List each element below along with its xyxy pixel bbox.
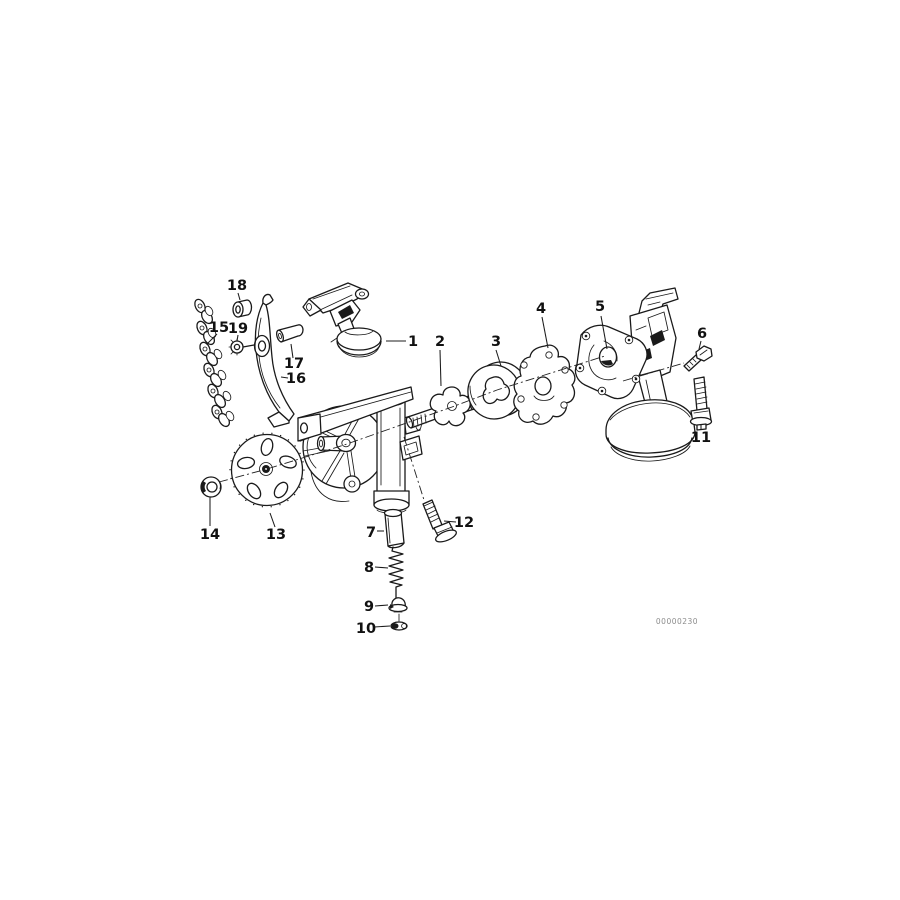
tensioner-pin [275,324,304,343]
bolt-short [683,345,713,372]
callout-8: 8 [364,560,374,576]
pump-drive-housing [297,386,423,514]
callout-15: 15 [209,320,229,336]
callout-2: 2 [435,334,445,350]
callout-9: 9 [364,599,374,615]
main-axis-line [218,355,606,483]
callout-19: 19 [228,321,248,337]
retaining-clip [390,621,408,631]
tensioner-rail [253,293,295,428]
relief-valve-piston [383,508,405,549]
upper-pump-assembly [302,282,382,358]
bolt6-axis-line [622,362,685,382]
drawing-number: 00000230 [656,617,698,626]
bushing [232,299,253,318]
callout-14: 14 [200,527,220,543]
callout-7: 7 [366,525,376,541]
callout-17: 17 [284,356,304,372]
gasket [513,344,576,425]
lock-washer [228,338,255,356]
callout-11: 11 [691,430,711,446]
valve-plug [388,597,408,622]
center-axes [218,355,685,501]
callout-18: 18 [227,278,247,294]
bolt-flange [422,499,457,543]
callout-1: 1 [408,334,418,350]
bolt-long [689,376,713,431]
callout-6: 6 [697,326,707,342]
oil-pump-body [574,287,696,462]
callout-4: 4 [536,301,546,317]
callout-3: 3 [491,334,501,350]
callout-5: 5 [595,299,605,315]
bolt12-axis-line [403,436,425,501]
callout-16: 16 [286,371,306,387]
sprocket [229,432,305,508]
leader-lines [206,292,702,628]
callout-12: 12 [454,515,474,531]
relief-valve-spring [388,546,404,600]
callout-13: 13 [266,527,286,543]
shaft-inner-rotor [405,386,477,429]
callout-10: 10 [356,621,376,637]
timing-chain [194,298,235,428]
nut [200,476,222,498]
callout-labels: 1 2 3 4 5 6 7 8 9 10 11 12 13 14 15 16 1… [200,278,711,637]
